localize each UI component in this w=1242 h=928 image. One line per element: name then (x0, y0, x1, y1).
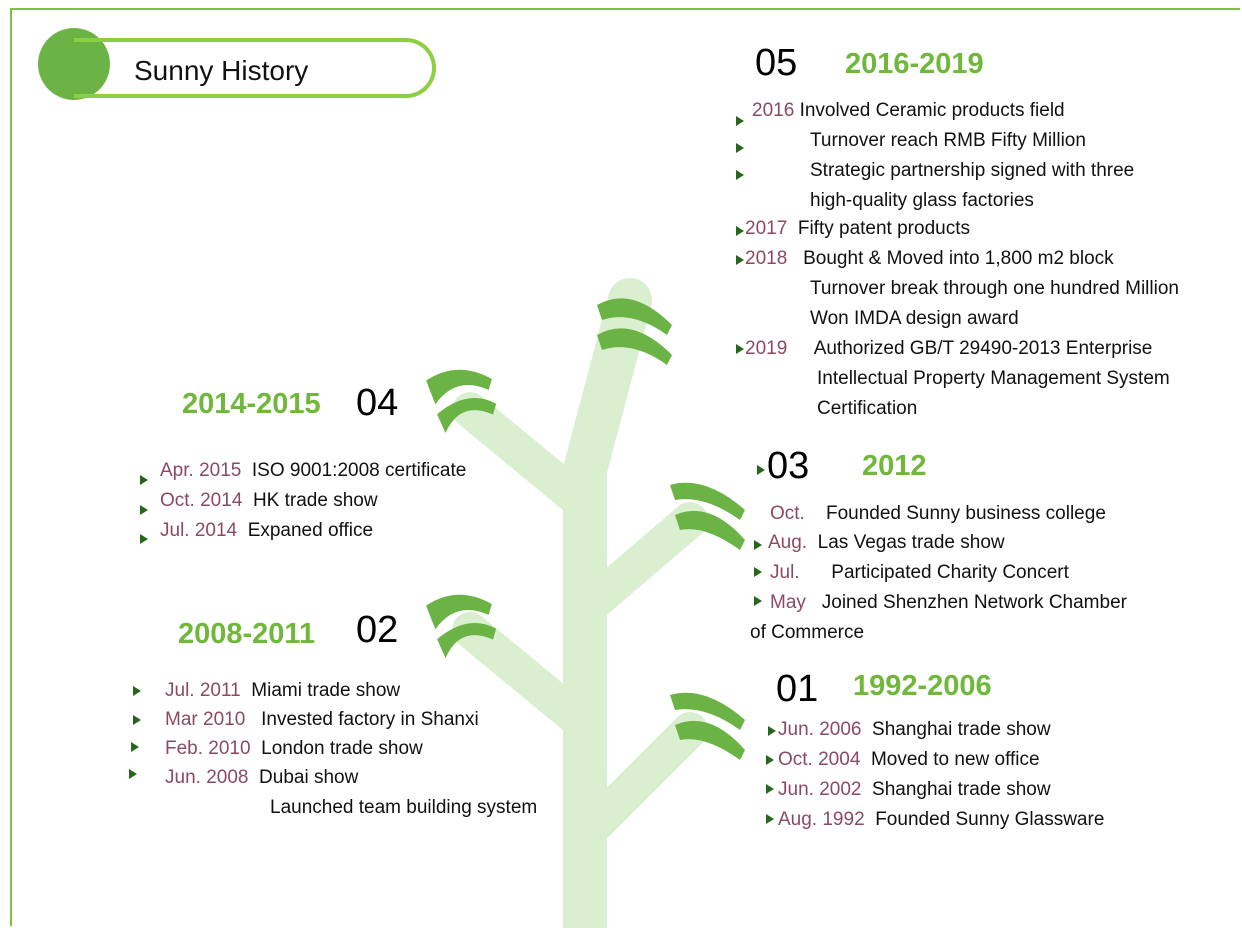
era-05-line-7: Turnover break through one hundred Milli… (810, 278, 1179, 299)
branch-2008 (452, 612, 603, 743)
leaf-top-icon (597, 298, 672, 365)
era-05-line-9: 2019 Authorized GB/T 29490-2013 Enterpri… (745, 338, 1153, 359)
bullet-icon (140, 534, 148, 544)
era-05-number: 05 (755, 42, 798, 84)
era-01-line-4: Aug. 1992 Founded Sunny Glassware (778, 809, 1105, 830)
bullet-icon (736, 116, 744, 126)
era-04-number: 04 (356, 382, 399, 424)
bullet-icon (754, 596, 762, 606)
era-01-line-3: Jun. 2002 Shanghai trade show (778, 779, 1051, 800)
era-03-line-1: Oct. Founded Sunny business college (770, 503, 1106, 524)
bullet-icon (129, 769, 137, 779)
bullet-icon (766, 784, 774, 794)
era-02-line-3: Feb. 2010 London trade show (165, 738, 423, 759)
page-frame (10, 8, 1240, 926)
bullet-icon (736, 226, 744, 236)
era-03-range: 2012 (862, 450, 927, 482)
leaf-2008-icon (426, 594, 497, 659)
bullet-icon (757, 465, 765, 475)
era-05-line-8: Won IMDA design award (810, 308, 1019, 329)
bullet-icon (140, 475, 148, 485)
badge-pill (74, 38, 436, 98)
era-02-line-5: Launched team building system (270, 797, 538, 818)
era-01-number: 01 (776, 668, 819, 710)
era-01-range: 1992-2006 (853, 670, 992, 702)
bullet-icon (140, 505, 148, 515)
era-02-line-4: Jun. 2008 Dubai show (165, 767, 359, 788)
leaf-1992-icon (670, 692, 745, 760)
era-04-line-1: Apr. 2015 ISO 9001:2008 certificate (160, 460, 467, 481)
era-02-line-2: Mar 2010 Invested factory in Shanxi (165, 709, 479, 730)
bullet-icon (736, 143, 744, 153)
era-03-line-4: May Joined Shenzhen Network Chamber (770, 592, 1127, 613)
bullet-icon (736, 344, 744, 354)
era-03-line-2: Aug. Las Vegas trade show (768, 532, 1005, 553)
era-03-line-5: of Commerce (750, 622, 865, 643)
bullet-icon (131, 742, 139, 752)
era-01-line-1: Jun. 2006 Shanghai trade show (778, 719, 1051, 740)
era-03-number: 03 (767, 445, 810, 487)
era-01-line-2: Oct. 2004 Moved to new office (778, 749, 1040, 770)
era-02-range: 2008-2011 (178, 618, 316, 650)
era-05-range: 2016-2019 (845, 48, 984, 80)
era-05-line-1: 2016 Involved Ceramic products field (752, 100, 1065, 121)
era-05-line-3: Strategic partnership signed with three (810, 160, 1135, 181)
era-04-line-2: Oct. 2014 HK trade show (160, 490, 378, 511)
bullet-icon (766, 814, 774, 824)
era-05-line-5: 2017 Fifty patent products (745, 218, 970, 239)
bullet-icon (133, 715, 141, 725)
leaf-2012-icon (670, 482, 745, 550)
bullet-icon (766, 755, 774, 765)
era-04-line-3: Jul. 2014 Expaned office (160, 520, 374, 541)
era-05-line-6: 2018 Bought & Moved into 1,800 m2 block (745, 248, 1114, 269)
leaf-2014-icon (426, 369, 497, 434)
tree-trunk (563, 278, 652, 928)
bullet-icon (736, 170, 744, 180)
bullet-icon (736, 255, 744, 265)
branch-1992 (567, 712, 708, 853)
branch-2012 (567, 502, 708, 628)
bullet-icon (754, 567, 762, 577)
era-05-line-4: high-quality glass factories (810, 190, 1034, 211)
era-05-line-10: Intellectual Property Management System (817, 368, 1170, 389)
era-05-line-11: Certification (817, 398, 918, 419)
branch-2014 (452, 392, 603, 523)
era-02-number: 02 (356, 609, 399, 651)
bullet-icon (133, 686, 141, 696)
era-04-range: 2014-2015 (182, 388, 321, 420)
bullet-icon (768, 726, 776, 736)
page-title: Sunny History (134, 55, 309, 86)
era-05-line-2: Turnover reach RMB Fifty Million (810, 130, 1086, 151)
bullet-icon (754, 540, 762, 550)
era-02-line-1: Jul. 2011 Miami trade show (165, 680, 401, 701)
era-03-line-3: Jul. Participated Charity Concert (770, 562, 1069, 583)
history-badge: Sunny History (38, 28, 440, 104)
